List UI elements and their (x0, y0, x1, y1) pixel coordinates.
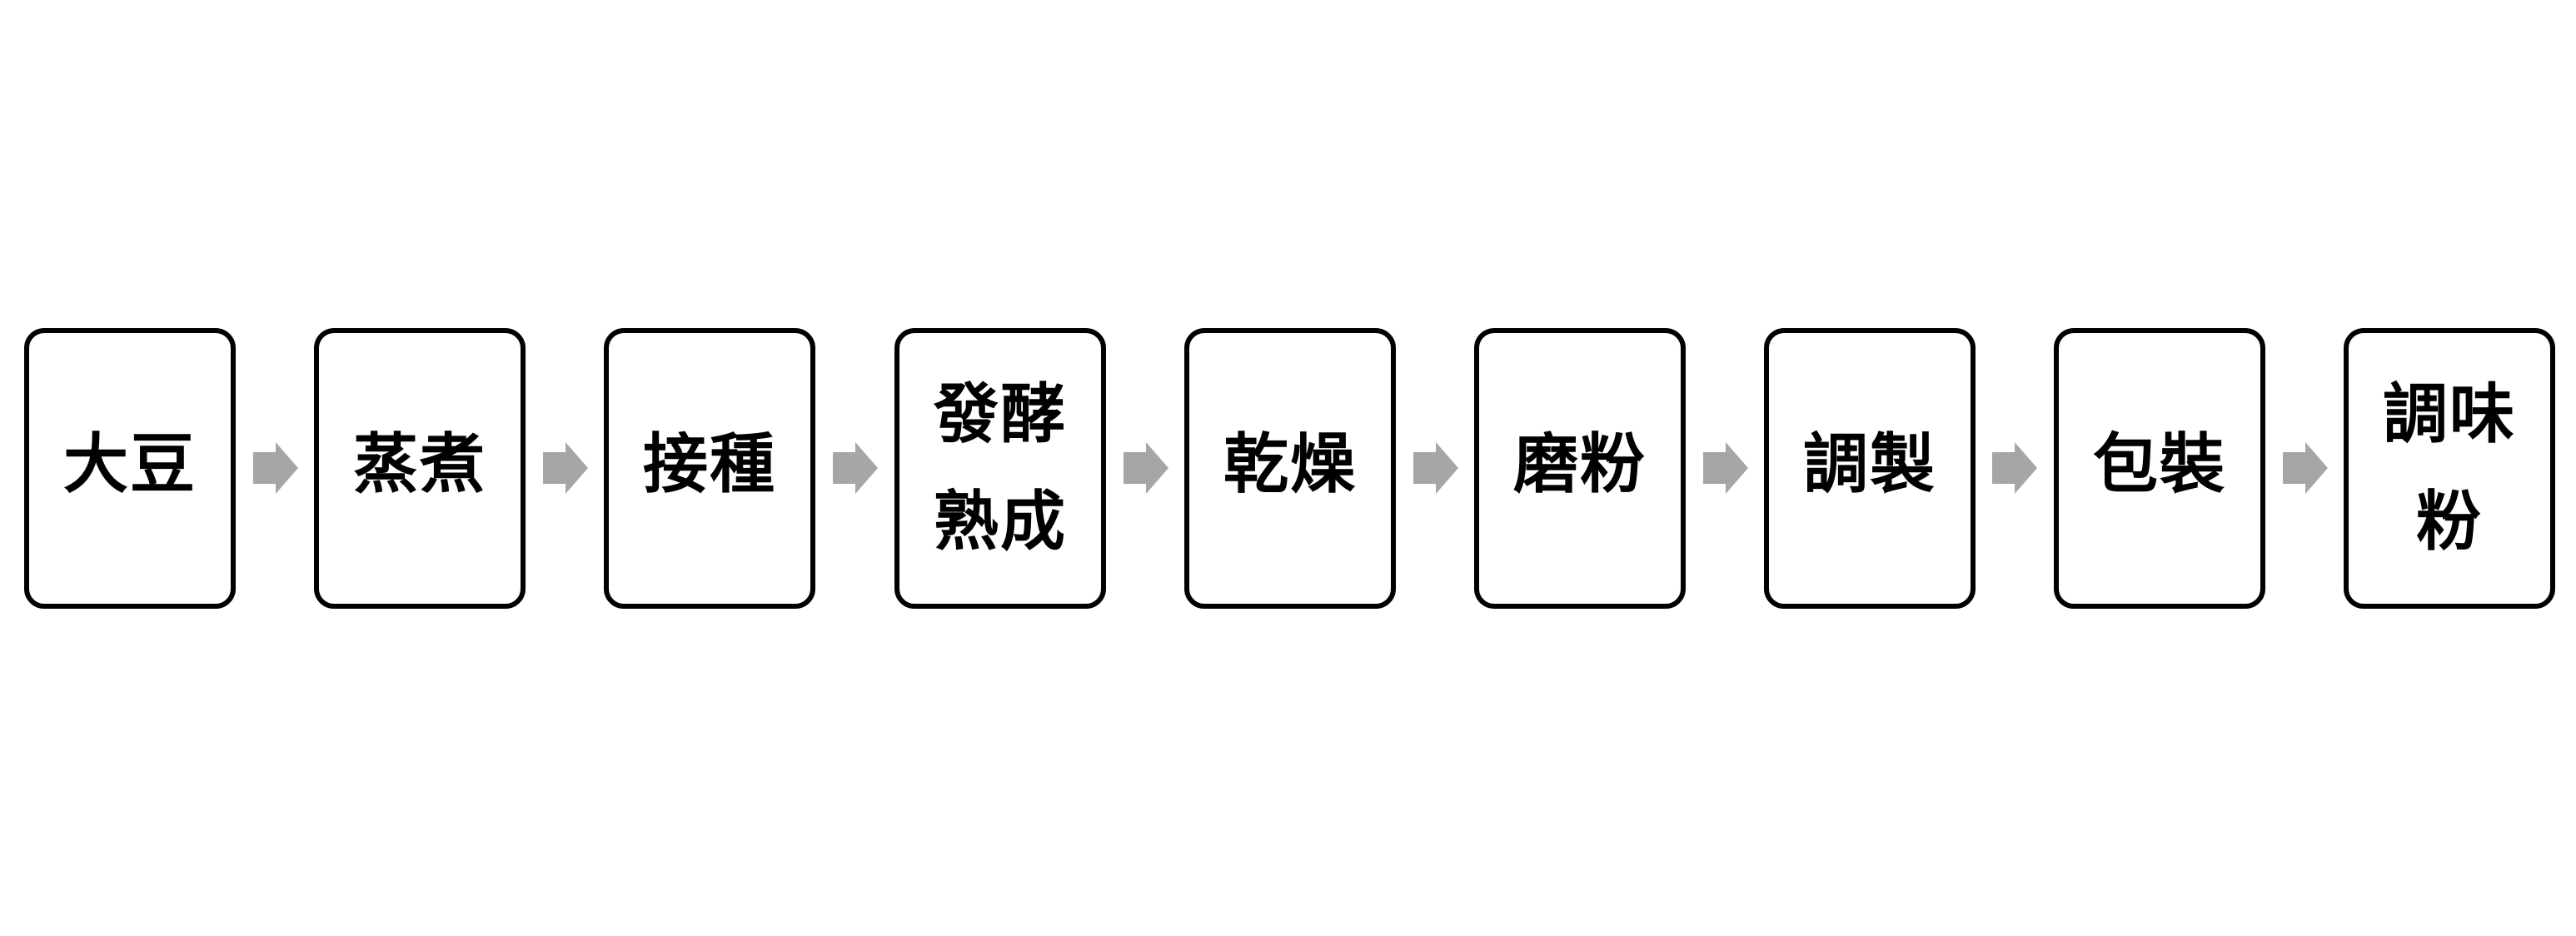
step-label: 調製 (1802, 426, 1936, 502)
step-drying: 乾燥 (1184, 328, 1396, 609)
step-blending: 調製 (1764, 328, 1976, 609)
step-label: 接種 (642, 426, 776, 502)
step-label: 磨粉 (1512, 426, 1647, 502)
right-arrow-icon (2283, 442, 2328, 494)
step-soybean: 大豆 (24, 328, 236, 609)
right-arrow-icon (833, 442, 878, 494)
step-steaming: 蒸煮 (314, 328, 526, 609)
step-label: 蒸煮 (352, 426, 486, 502)
step-inoculation: 接種 (604, 328, 815, 609)
step-label: 大豆 (62, 426, 197, 502)
right-arrow-icon (1413, 442, 1458, 494)
step-seasoning-powder: 調味 粉 (2344, 328, 2555, 609)
right-arrow-icon (1992, 442, 2037, 494)
right-arrow-icon (1124, 442, 1168, 494)
step-label-line-1: 調味 (2382, 376, 2516, 452)
step-label: 包裝 (2092, 426, 2226, 502)
step-label: 乾燥 (1223, 426, 1357, 502)
right-arrow-icon (253, 442, 298, 494)
step-packaging: 包裝 (2054, 328, 2265, 609)
step-fermentation-maturation: 發酵 熟成 (894, 328, 1106, 609)
step-grinding: 磨粉 (1474, 328, 1686, 609)
step-label-line-2: 粉 (2415, 484, 2483, 560)
step-label-line-2: 熟成 (933, 484, 1067, 560)
right-arrow-icon (543, 442, 588, 494)
right-arrow-icon (1703, 442, 1748, 494)
step-label-line-1: 發酵 (933, 376, 1067, 452)
